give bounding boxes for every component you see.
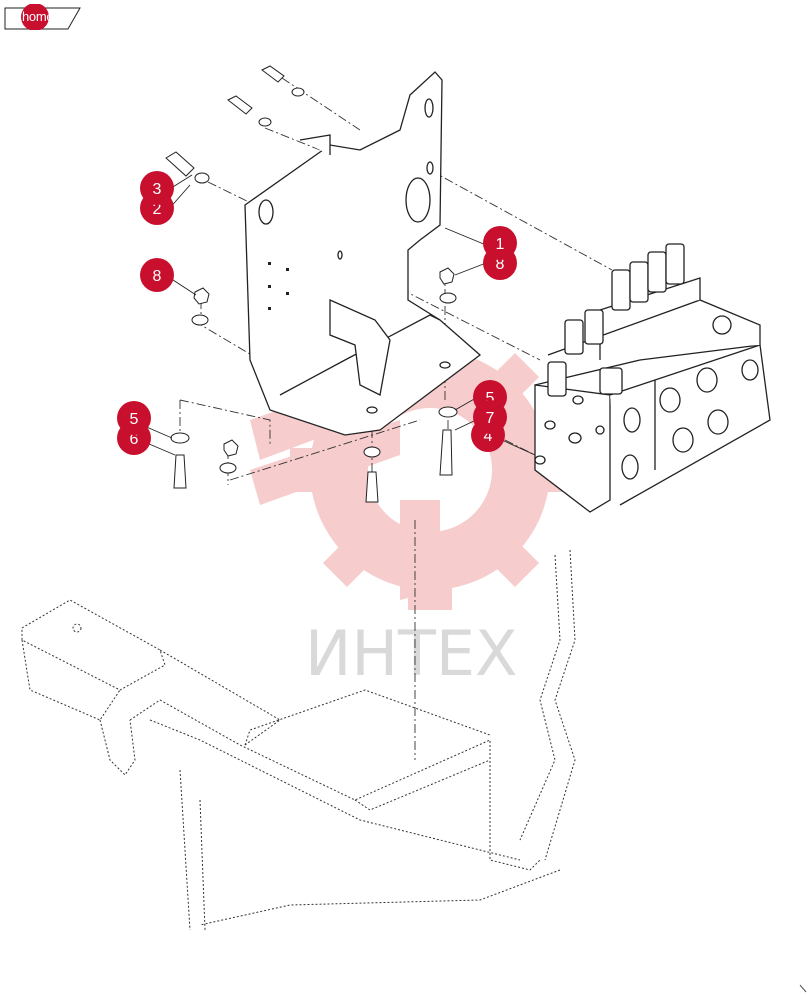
corner-mark: [799, 984, 807, 993]
watermark-text: ИНТЕХ: [305, 617, 518, 690]
svg-text:8: 8: [496, 256, 505, 273]
callout-1[interactable]: 1: [483, 226, 517, 260]
tractor-frame: [21, 549, 576, 931]
svg-text:7: 7: [486, 410, 495, 427]
home-button-label: home: [22, 9, 54, 24]
callout-3[interactable]: 3: [140, 171, 174, 205]
hydraulic-valve-block: [534, 243, 771, 513]
callout-7[interactable]: 7: [473, 400, 507, 434]
svg-text:4: 4: [484, 428, 493, 445]
svg-text:1: 1: [496, 236, 505, 253]
mounting-bracket: [244, 71, 482, 436]
svg-text:2: 2: [153, 201, 162, 218]
fasteners: [165, 65, 458, 503]
home-button-frame: [4, 4, 81, 30]
svg-text:3: 3: [153, 181, 162, 198]
svg-text:8: 8: [153, 268, 162, 285]
svg-text:6: 6: [130, 431, 139, 448]
callout-8b[interactable]: 8: [140, 258, 174, 292]
callout-5a[interactable]: 5: [117, 401, 151, 435]
bracket-holes: [268, 262, 289, 310]
home-button[interactable]: home: [4, 4, 82, 30]
svg-text:5: 5: [130, 411, 139, 428]
svg-text:5: 5: [486, 390, 495, 407]
